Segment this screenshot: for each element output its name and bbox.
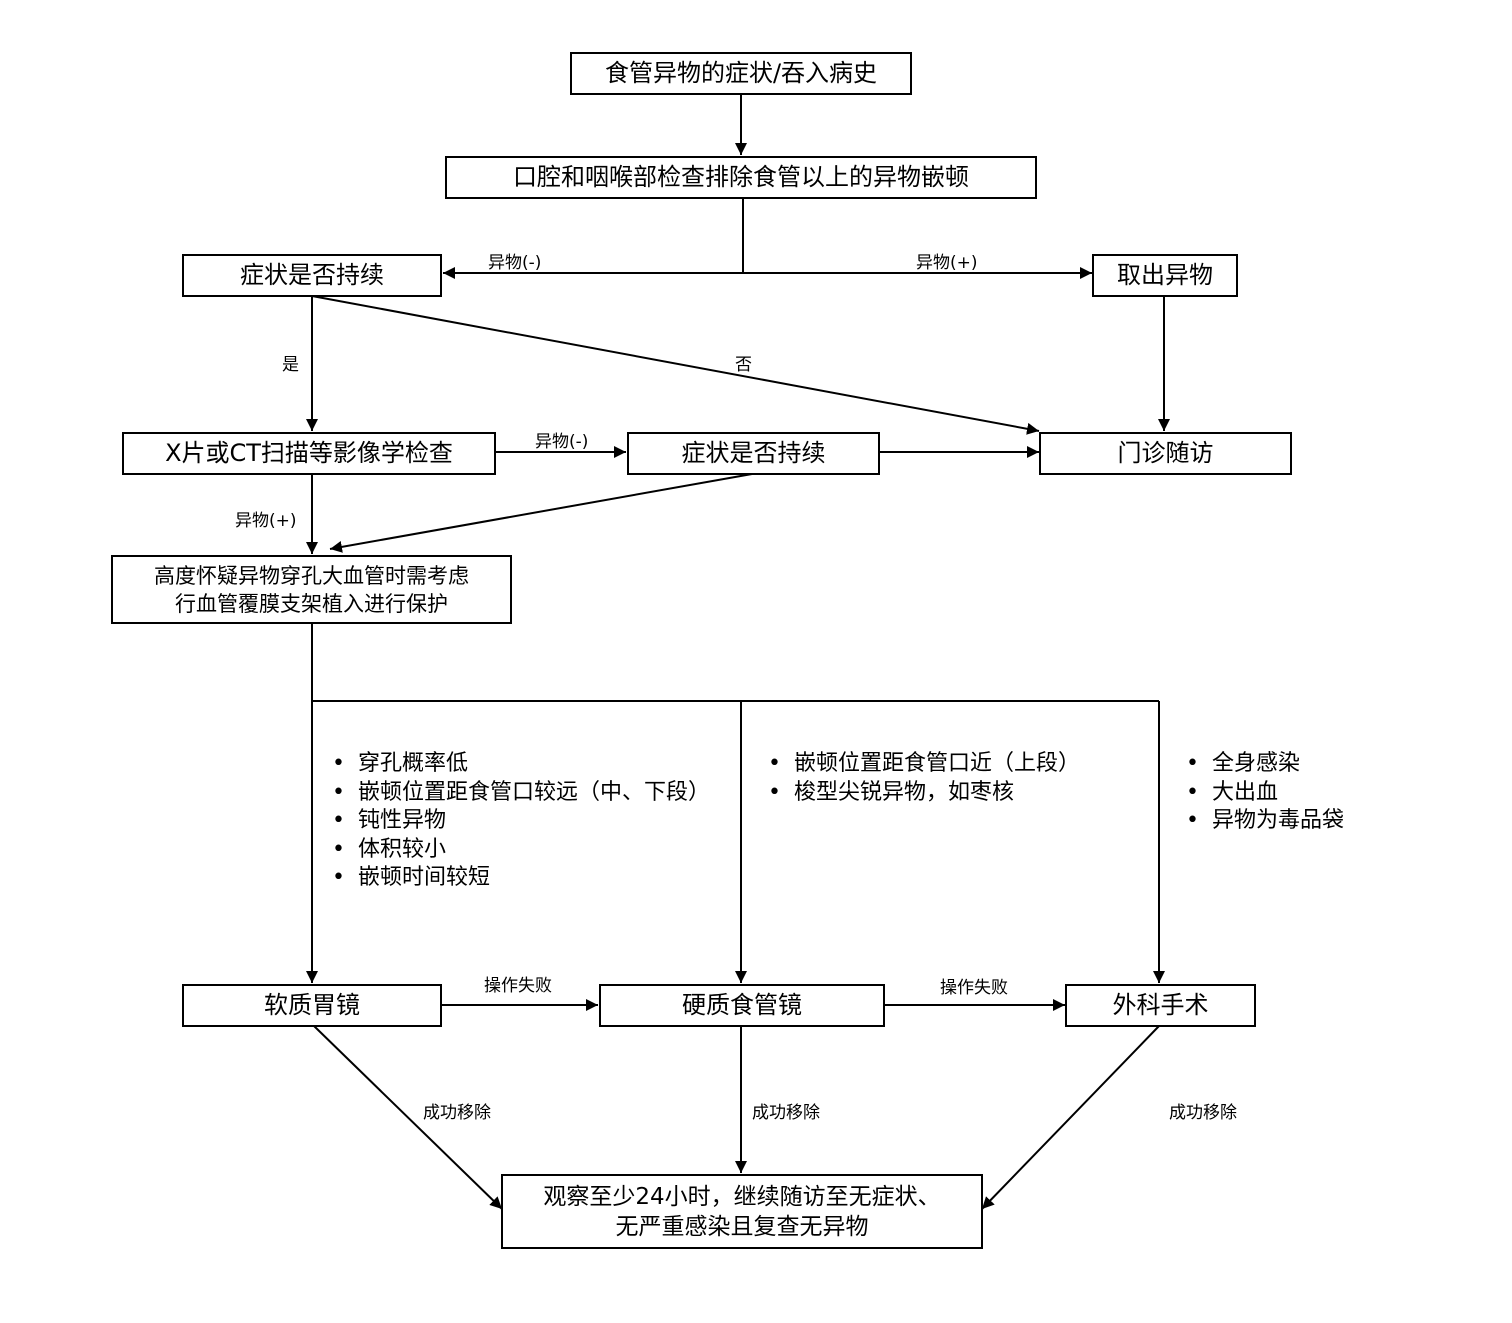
node-oral-exam: 口腔和咽喉部检查排除食管以上的异物嵌顿 — [445, 156, 1037, 199]
condition-item: 大出血 — [1182, 779, 1344, 808]
edge-soft-to-observe — [313, 1025, 503, 1210]
label-op-fail-1: 操作失败 — [484, 976, 552, 996]
edge-stent-branch — [311, 624, 1159, 702]
node-history: 食管异物的症状/吞入病史 — [570, 52, 912, 95]
label-no: 否 — [735, 355, 752, 375]
node-surgery: 外科手术 — [1065, 984, 1256, 1027]
conditions-soft-gastroscope: 穿孔概率低 嵌顿位置距食管口较远（中、下段） 钝性异物 体积较小 嵌顿时间较短 — [328, 750, 710, 893]
node-stent-line1: 高度怀疑异物穿孔大血管时需考虑 — [154, 563, 469, 588]
node-imaging: X片或CT扫描等影像学检查 — [122, 432, 496, 475]
node-symptom-persist-1: 症状是否持续 — [182, 254, 442, 297]
label-success-2: 成功移除 — [752, 1103, 820, 1123]
node-stent-consider: 高度怀疑异物穿孔大血管时需考虑 行血管覆膜支架植入进行保护 — [111, 555, 512, 624]
label-yes: 是 — [282, 355, 299, 375]
edge-surgery-to-observe — [981, 1025, 1160, 1210]
node-stent-line2: 行血管覆膜支架植入进行保护 — [175, 591, 448, 616]
condition-item: 穿孔概率低 — [328, 750, 710, 779]
condition-item: 异物为毒品袋 — [1182, 807, 1344, 836]
node-observe: 观察至少24小时，继续随访至无症状、 无严重感染且复查无异物 — [501, 1174, 983, 1249]
condition-item: 钝性异物 — [328, 807, 710, 836]
node-observe-line2: 无严重感染且复查无异物 — [615, 1213, 869, 1240]
node-symptom-persist-1-text: 症状是否持续 — [240, 261, 384, 289]
node-observe-line1: 观察至少24小时，继续随访至无症状、 — [543, 1183, 941, 1210]
conditions-surgery: 全身感染 大出血 异物为毒品袋 — [1182, 750, 1344, 836]
node-soft-gastroscope: 软质胃镜 — [182, 984, 442, 1027]
label-fb-positive-2: 异物(+) — [235, 511, 297, 531]
label-fb-positive-1: 异物(+) — [916, 253, 978, 273]
condition-item: 嵌顿位置距食管口近（上段） — [764, 750, 1080, 779]
label-fb-negative-1: 异物(-) — [488, 253, 542, 273]
condition-item: 嵌顿时间较短 — [328, 864, 710, 893]
node-surgery-text: 外科手术 — [1112, 991, 1209, 1019]
condition-item: 体积较小 — [328, 836, 710, 865]
node-remove-foreign-body: 取出异物 — [1092, 254, 1238, 297]
condition-item: 全身感染 — [1182, 750, 1344, 779]
edge-symptom1-no — [311, 295, 1040, 435]
node-remove-text: 取出异物 — [1117, 261, 1213, 289]
label-op-fail-2: 操作失败 — [940, 978, 1008, 998]
node-history-text: 食管异物的症状/吞入病史 — [604, 59, 878, 87]
condition-item: 嵌顿位置距食管口较远（中、下段） — [328, 779, 710, 808]
node-soft-gastroscope-text: 软质胃镜 — [264, 991, 360, 1019]
conditions-rigid-esophagoscope: 嵌顿位置距食管口近（上段） 梭型尖锐异物，如枣核 — [764, 750, 1080, 807]
node-clinic-followup-text: 门诊随访 — [1117, 439, 1214, 467]
node-rigid-esophagoscope: 硬质食管镜 — [599, 984, 885, 1027]
node-symptom-persist-2-text: 症状是否持续 — [681, 439, 826, 467]
node-oral-exam-text: 口腔和咽喉部检查排除食管以上的异物嵌顿 — [513, 163, 969, 191]
node-imaging-text: X片或CT扫描等影像学检查 — [165, 439, 453, 467]
node-rigid-esophagoscope-text: 硬质食管镜 — [682, 991, 802, 1019]
node-clinic-followup: 门诊随访 — [1039, 432, 1292, 475]
label-success-3: 成功移除 — [1169, 1103, 1237, 1123]
label-fb-negative-2: 异物(-) — [535, 432, 589, 452]
edge-symptom2-to-stent — [329, 473, 753, 553]
label-success-1: 成功移除 — [423, 1103, 491, 1123]
node-symptom-persist-2: 症状是否持续 — [627, 432, 880, 475]
condition-item: 梭型尖锐异物，如枣核 — [764, 779, 1080, 808]
